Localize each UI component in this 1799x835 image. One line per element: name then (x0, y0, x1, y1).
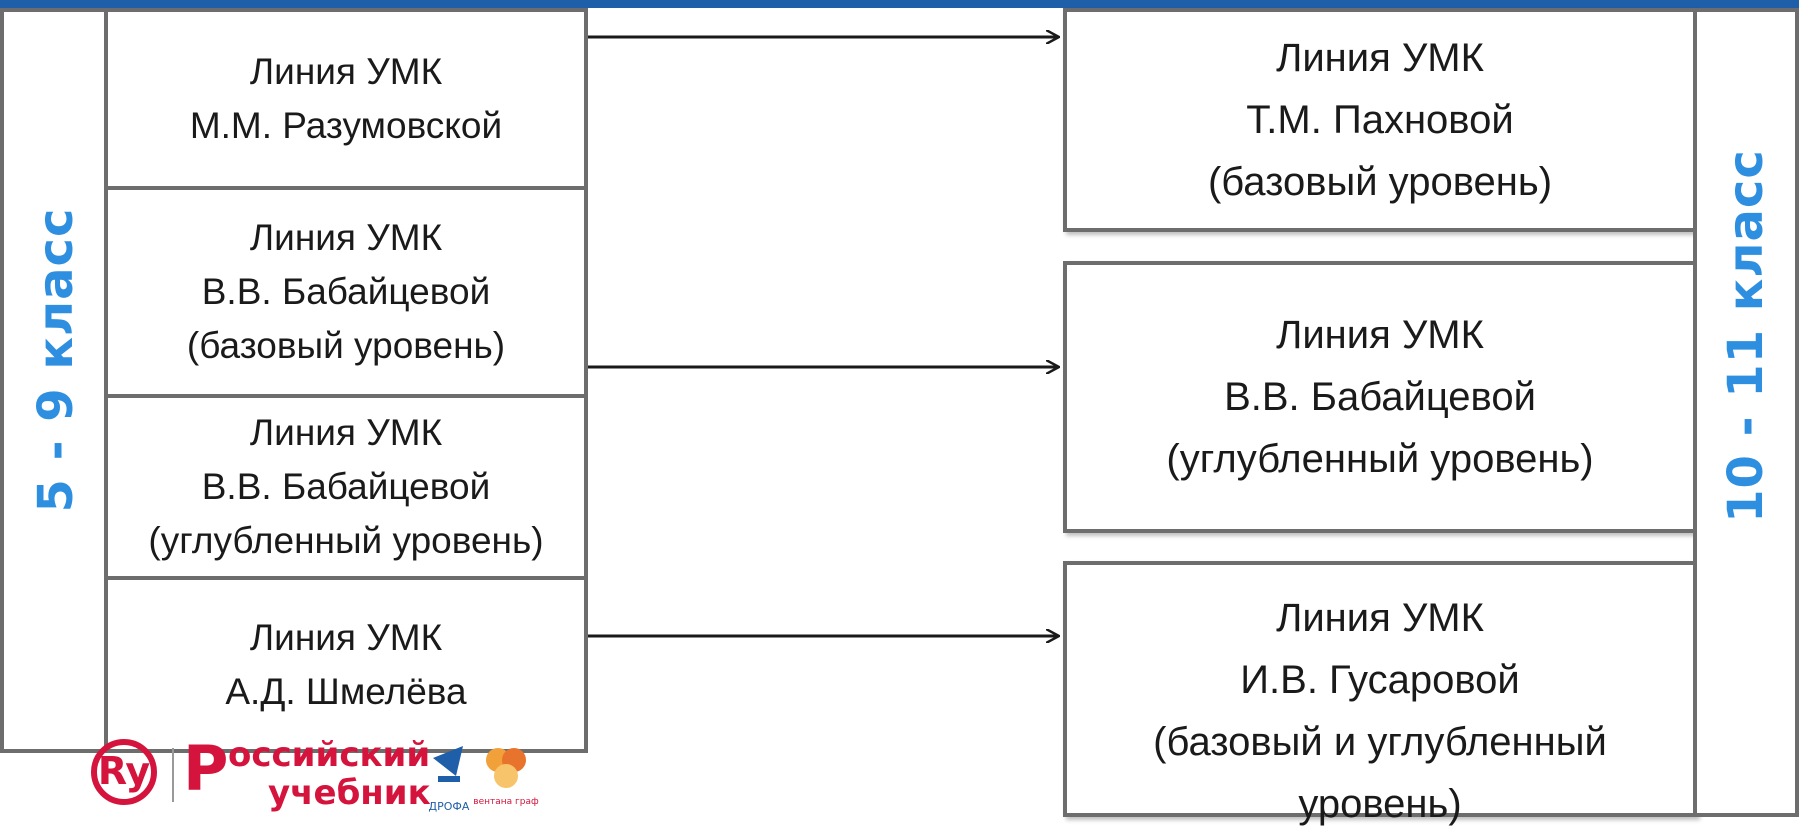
left-box-babaytseva-advanced: Линия УМК В.В. Бабайцевой (углубленный у… (104, 394, 588, 580)
right-box-line: (базовый и углубленный (1153, 720, 1607, 764)
right-box-line: Т.М. Пахновой (1246, 98, 1514, 142)
publisher-ventana: вентана граф (473, 797, 539, 807)
right-box-line: (базовый уровень) (1207, 160, 1553, 204)
logo-mark-icon: Ry (98, 749, 151, 793)
left-box-line: (углубленный уровень) (148, 520, 544, 561)
right-box-babaytseva-advanced: Линия УМК В.В. Бабайцевой (углубленный у… (1063, 261, 1697, 533)
ventana-petal-icon (494, 764, 518, 788)
right-label-box (1693, 8, 1799, 817)
logo-text-line2: учебник (268, 773, 431, 813)
top-bar (0, 0, 1799, 8)
left-box-razumovskaya: Линия УМК М.М. Разумовской (104, 8, 588, 190)
publisher-drofa: ДРОФА (429, 800, 470, 813)
right-box-pakhnova: Линия УМК Т.М. Пахновой (базовый уровень… (1063, 8, 1697, 232)
left-box-line: Линия УМК (249, 616, 443, 658)
drofa-bird-icon (433, 746, 463, 776)
logo-circle-icon (91, 739, 157, 805)
left-box-line: (базовый уровень) (186, 325, 506, 366)
right-box-line: Линия УМК (1276, 313, 1484, 357)
right-box-line: (углубленный уровень) (1166, 437, 1594, 481)
connector-arrows (588, 0, 1799, 817)
right-box-line: В.В. Бабайцевой (1224, 375, 1536, 419)
left-box-babaytseva-basic: Линия УМК В.В. Бабайцевой (базовый урове… (104, 186, 588, 398)
logo-text-line1: оссийский (228, 735, 430, 775)
left-box-line: А.Д. Шмелёва (225, 670, 467, 712)
rossiyskiy-uchebnik-logo: Ry Р оссийский учебник ДРОФА вентана гра… (91, 732, 539, 813)
left-box-shmelev: Линия УМК А.Д. Шмелёва (104, 576, 588, 753)
logo-big-r-icon: Р (183, 732, 228, 805)
drofa-base-icon (438, 776, 460, 782)
left-box-line: В.В. Бабайцевой (201, 271, 491, 312)
left-box-line: В.В. Бабайцевой (201, 466, 491, 507)
left-box-line: Линия УМК (249, 412, 443, 453)
right-box-line: Линия УМК (1276, 36, 1484, 80)
left-box-line: Линия УМК (249, 217, 443, 258)
left-box-line: М.М. Разумовской (189, 105, 503, 146)
right-box-line: Линия УМК (1276, 596, 1484, 640)
right-box-line: И.В. Гусаровой (1240, 658, 1520, 702)
left-box-line: Линия УМК (249, 51, 443, 92)
